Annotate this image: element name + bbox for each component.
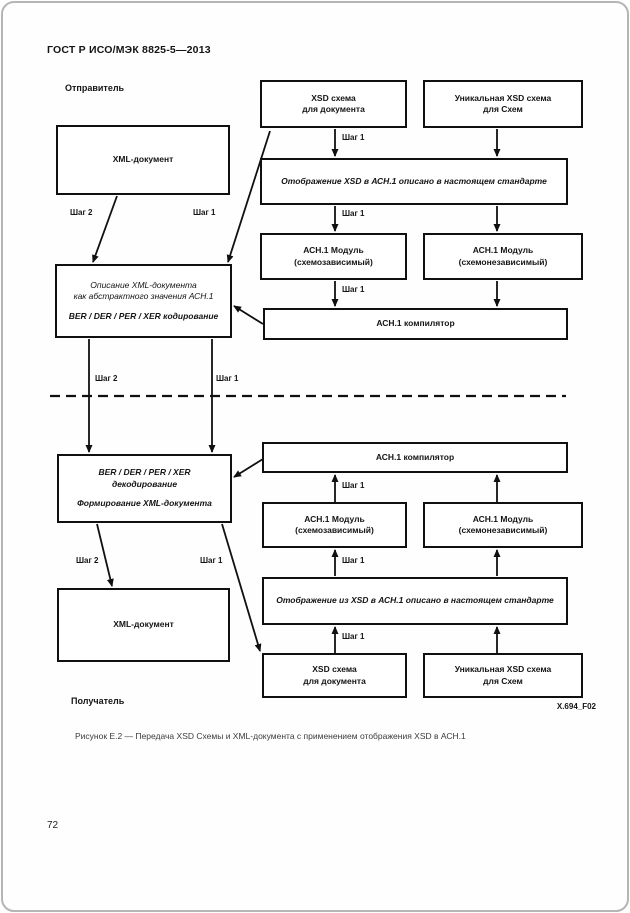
step-label: Шаг 2 <box>70 208 93 217</box>
figure-caption: Рисунок Е.2 — Передача XSD Схемы и XML-д… <box>75 731 466 741</box>
box-xsd-schema-receiver: XSD схема для документа <box>262 653 407 698</box>
step-label: Шаг 1 <box>342 632 365 641</box>
box-decode-form-xml: BER / DER / PER / XER декодирование Форм… <box>57 454 232 523</box>
receiver-section-label: Получатель <box>71 696 125 706</box>
box-asn1-module-independent-sender: АСН.1 Модуль (схемонезависимый) <box>423 233 583 280</box>
step-label: Шаг 2 <box>95 374 118 383</box>
step-label: Шаг 2 <box>76 556 99 565</box>
sender-section-label: Отправитель <box>65 83 125 93</box>
page-number: 72 <box>47 820 59 831</box>
box-unique-xsd-sender: Уникальная XSD схема для Схем <box>423 80 583 128</box>
step-label: Шаг 1 <box>342 285 365 294</box>
figure-code: X.694_F02 <box>556 702 596 711</box>
step-label: Шаг 1 <box>342 556 365 565</box>
box-xml-document-receiver: XML-документ <box>57 588 230 662</box>
box-xsd-schema-sender: XSD схема для документа <box>260 80 407 128</box>
step-label: Шаг 1 <box>342 209 365 218</box>
box-asn1-module-dependent-sender: АСН.1 Модуль (схемозависимый) <box>260 233 407 280</box>
step-label: Шаг 1 <box>342 481 365 490</box>
page-header: ГОСТ Р ИСО/МЭК 8825-5—2013 <box>47 44 211 56</box>
box-mapping-to-asn1: Отображение XSD в АСН.1 описано в настоя… <box>260 158 568 205</box>
step-label: Шаг 1 <box>342 133 365 142</box>
box-mapping-from-xsd: Отображение из XSD в АСН.1 описано в нас… <box>262 577 568 625</box>
box-unique-xsd-receiver: Уникальная XSD схема для Схем <box>423 653 583 698</box>
step-label: Шаг 1 <box>193 208 216 217</box>
box-asn1-module-dependent-receiver: АСН.1 Модуль (схемозависимый) <box>262 502 407 548</box>
box-xml-document-sender: XML-документ <box>56 125 230 195</box>
box-asn1-module-independent-receiver: АСН.1 Модуль (схемонезависимый) <box>423 502 583 548</box>
box-describe-encode: Описание XML-документа как абстрактного … <box>55 264 232 338</box>
box-asn1-compiler-receiver: АСН.1 компилятор <box>262 442 568 473</box>
step-label: Шаг 1 <box>200 556 223 565</box>
box-asn1-compiler-sender: АСН.1 компилятор <box>263 308 568 340</box>
step-label: Шаг 1 <box>216 374 239 383</box>
